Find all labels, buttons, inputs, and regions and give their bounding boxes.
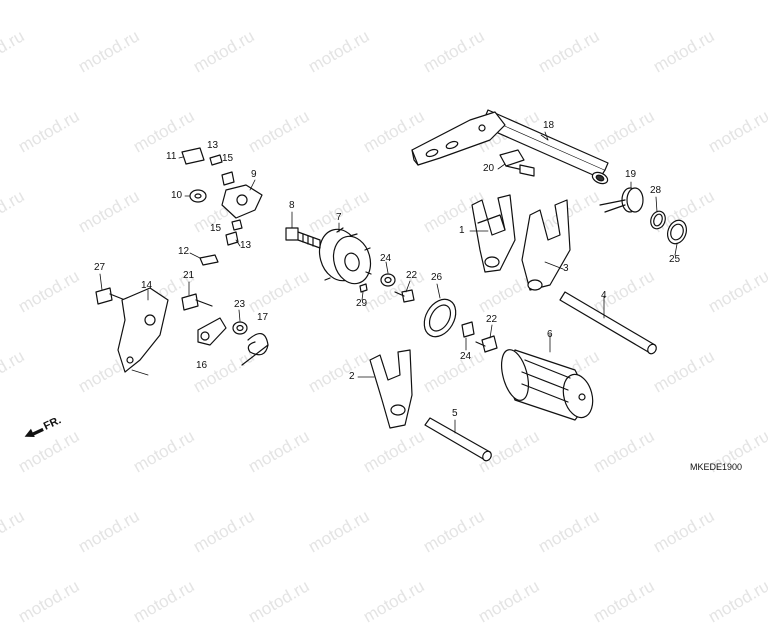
callout-label: 20 <box>483 163 495 174</box>
drum-center-part <box>318 227 372 285</box>
callout-label: 2 <box>349 371 355 382</box>
callout-label: 15 <box>210 223 222 234</box>
short-shaft-part <box>424 417 492 462</box>
callout-label: 4 <box>601 290 607 301</box>
linkage-part <box>181 293 269 366</box>
callout-label: 17 <box>257 312 269 323</box>
callout-label: 22 <box>406 270 418 281</box>
callout-label: 21 <box>183 270 195 281</box>
bolt-part <box>285 227 321 249</box>
callout-label: 23 <box>234 299 246 310</box>
stopper-arm-part <box>181 147 263 266</box>
callout-label: 27 <box>94 262 106 273</box>
washer-part <box>650 210 688 245</box>
callout-label: 8 <box>289 200 295 211</box>
callout-label: 14 <box>141 280 153 291</box>
bracket-plate-part <box>95 287 169 373</box>
callout-label: 29 <box>356 298 368 309</box>
callout-label: 5 <box>452 408 458 419</box>
callout-label: 15 <box>222 153 234 164</box>
callout-label: 12 <box>178 246 190 257</box>
shift-fork-part <box>521 199 571 291</box>
parts-diagram: motod.ru motod.ru motod.ru motod.ru motod.ru… <box>0 26 768 626</box>
callout-label: 24 <box>380 253 392 264</box>
watermark-text: motod.ru <box>245 576 313 627</box>
callout-label: 10 <box>171 190 183 201</box>
callout-label: 1 <box>459 225 465 236</box>
callout-label: 26 <box>431 272 443 283</box>
watermark-text: motod.ru <box>705 576 768 627</box>
shift-fork-part <box>369 349 413 429</box>
callout-label: 22 <box>486 314 498 325</box>
callout-label: 11 <box>166 151 177 162</box>
callout-label: 18 <box>543 120 555 131</box>
callout-label: 3 <box>563 263 569 274</box>
callout-label: 28 <box>650 185 662 196</box>
shift-fork-part <box>471 194 516 273</box>
diagram-drawing <box>95 109 688 462</box>
callout-label: 19 <box>625 169 637 180</box>
callout-label: 13 <box>207 140 219 151</box>
callout-label: 16 <box>196 360 208 371</box>
watermark-text: motod.ru <box>130 576 198 627</box>
return-spring-part <box>599 187 644 213</box>
callout-label: 6 <box>547 329 553 340</box>
diagram-code: MKEDE1900 <box>690 462 743 472</box>
watermark-text: motod.ru <box>475 576 543 627</box>
shift-shaft-part <box>411 109 609 185</box>
leader-lines <box>99 131 678 434</box>
shift-drum-part <box>500 349 594 421</box>
watermark-text: motod.ru <box>360 576 428 627</box>
callout-label: 13 <box>240 240 252 251</box>
oil-seal-part <box>423 298 457 338</box>
callout-label: 25 <box>669 254 681 265</box>
callout-label: 9 <box>251 169 257 180</box>
watermark-text: motod.ru <box>590 576 658 627</box>
small-hardware-part <box>359 273 498 353</box>
fork-shaft-part <box>559 291 657 355</box>
callout-label: 7 <box>336 212 342 223</box>
callout-label: 24 <box>460 351 472 362</box>
watermark-text: motod.ru <box>15 576 83 627</box>
